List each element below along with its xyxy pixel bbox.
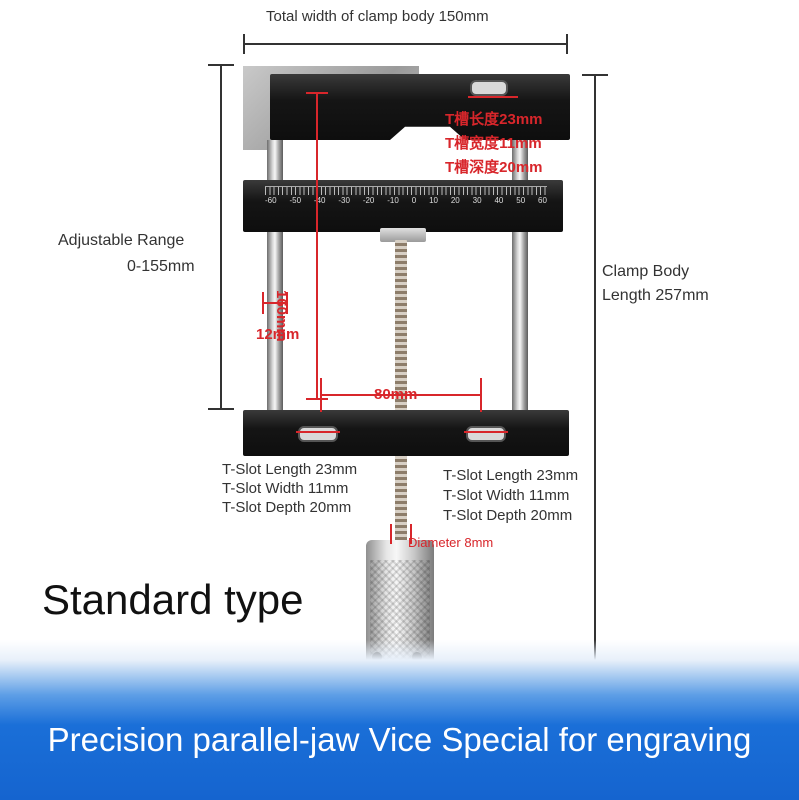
dim-160-top-tick bbox=[306, 92, 328, 94]
t-slot-left-length: T-Slot Length 23mm bbox=[222, 461, 358, 478]
total-width-label: Total width of clamp body 150mm bbox=[266, 8, 489, 25]
adjustable-range-line bbox=[220, 64, 222, 410]
bottom-banner bbox=[0, 640, 799, 800]
adjustable-range-label: Adjustable Range bbox=[58, 232, 185, 249]
lead-screw bbox=[395, 240, 407, 546]
diameter-tick-left bbox=[390, 524, 392, 544]
diameter-tick-right bbox=[410, 524, 412, 544]
scale-tick-label: 50 bbox=[516, 196, 526, 205]
clamp-body-tick-top bbox=[582, 74, 608, 76]
scale-tick-label: -50 bbox=[289, 196, 302, 205]
scale-tick-label: 40 bbox=[494, 196, 504, 205]
dim-12-label: 12mm bbox=[256, 326, 300, 343]
dim-80-line bbox=[320, 394, 482, 396]
scale-tick-label: -40 bbox=[313, 196, 326, 205]
dim-12-tick-left bbox=[262, 292, 264, 314]
bottom-jaw-slot-right bbox=[466, 426, 506, 442]
adjustable-range-value: 0-155mm bbox=[127, 258, 195, 275]
adjustable-range-tick-top bbox=[208, 64, 234, 66]
cn-t-slot-length: T槽长度23mm bbox=[445, 111, 543, 128]
scale-tick-label: -60 bbox=[265, 196, 277, 205]
dim-12-tick-right bbox=[286, 292, 288, 314]
top-jaw bbox=[270, 74, 570, 140]
clamp-body-value: Length 257mm bbox=[602, 287, 709, 304]
scale-tick-label: -10 bbox=[387, 196, 399, 205]
diameter-label: Diameter 8mm bbox=[408, 535, 494, 550]
t-slot-right-depth: T-Slot Depth 20mm bbox=[443, 507, 573, 524]
clamp-body-line bbox=[594, 74, 596, 678]
dim-160-bottom-tick bbox=[306, 398, 328, 400]
scale-tick-label: 20 bbox=[450, 196, 460, 205]
cn-t-slot-width: T槽宽度11mm bbox=[445, 135, 542, 152]
t-slot-left-width: T-Slot Width 11mm bbox=[222, 480, 349, 497]
t-slot-left-depth: T-Slot Depth 20mm bbox=[222, 499, 352, 516]
scale-tick-label: 0 bbox=[411, 196, 417, 205]
bottom-jaw bbox=[243, 410, 569, 456]
scale-tick-label: 30 bbox=[472, 196, 482, 205]
total-width-tick-left bbox=[243, 34, 245, 54]
t-slot-right-width: T-Slot Width 11mm bbox=[443, 487, 570, 504]
bottom-jaw-slot-left bbox=[298, 426, 338, 442]
scale-tick-label: -20 bbox=[362, 196, 375, 205]
scale-tick-label: 10 bbox=[429, 196, 438, 205]
type-title: Standard type bbox=[42, 576, 304, 623]
total-width-tick-right bbox=[566, 34, 568, 54]
dim-80-label: 80mm bbox=[374, 386, 418, 403]
bottom-right-slot-line bbox=[464, 431, 508, 433]
screw-nut-block bbox=[380, 228, 426, 242]
cn-t-slot-depth: T槽深度20mm bbox=[445, 159, 543, 176]
dim-160-line bbox=[316, 92, 318, 400]
total-width-line bbox=[243, 43, 568, 45]
scale-tick-label: -30 bbox=[338, 196, 350, 205]
dim-12-line bbox=[262, 302, 288, 304]
top-jaw-slot bbox=[470, 80, 508, 96]
clamp-body-label: Clamp Body bbox=[602, 263, 690, 280]
scale-ticks: -60 -50 -40 -30 -20 -10 0 10 20 30 40 50… bbox=[265, 196, 547, 210]
dim-80-tick-left bbox=[320, 378, 322, 412]
top-slot-width-line bbox=[468, 96, 518, 98]
banner-title: Precision parallel-jaw Vice Special for … bbox=[47, 721, 752, 758]
scale-tick-label: 60 bbox=[538, 196, 547, 205]
bottom-left-slot-line bbox=[296, 431, 340, 433]
scale-strip bbox=[265, 186, 547, 195]
t-slot-right-length: T-Slot Length 23mm bbox=[443, 467, 579, 484]
adjustable-range-tick-bottom bbox=[208, 408, 234, 410]
dim-80-tick-right bbox=[480, 378, 482, 412]
